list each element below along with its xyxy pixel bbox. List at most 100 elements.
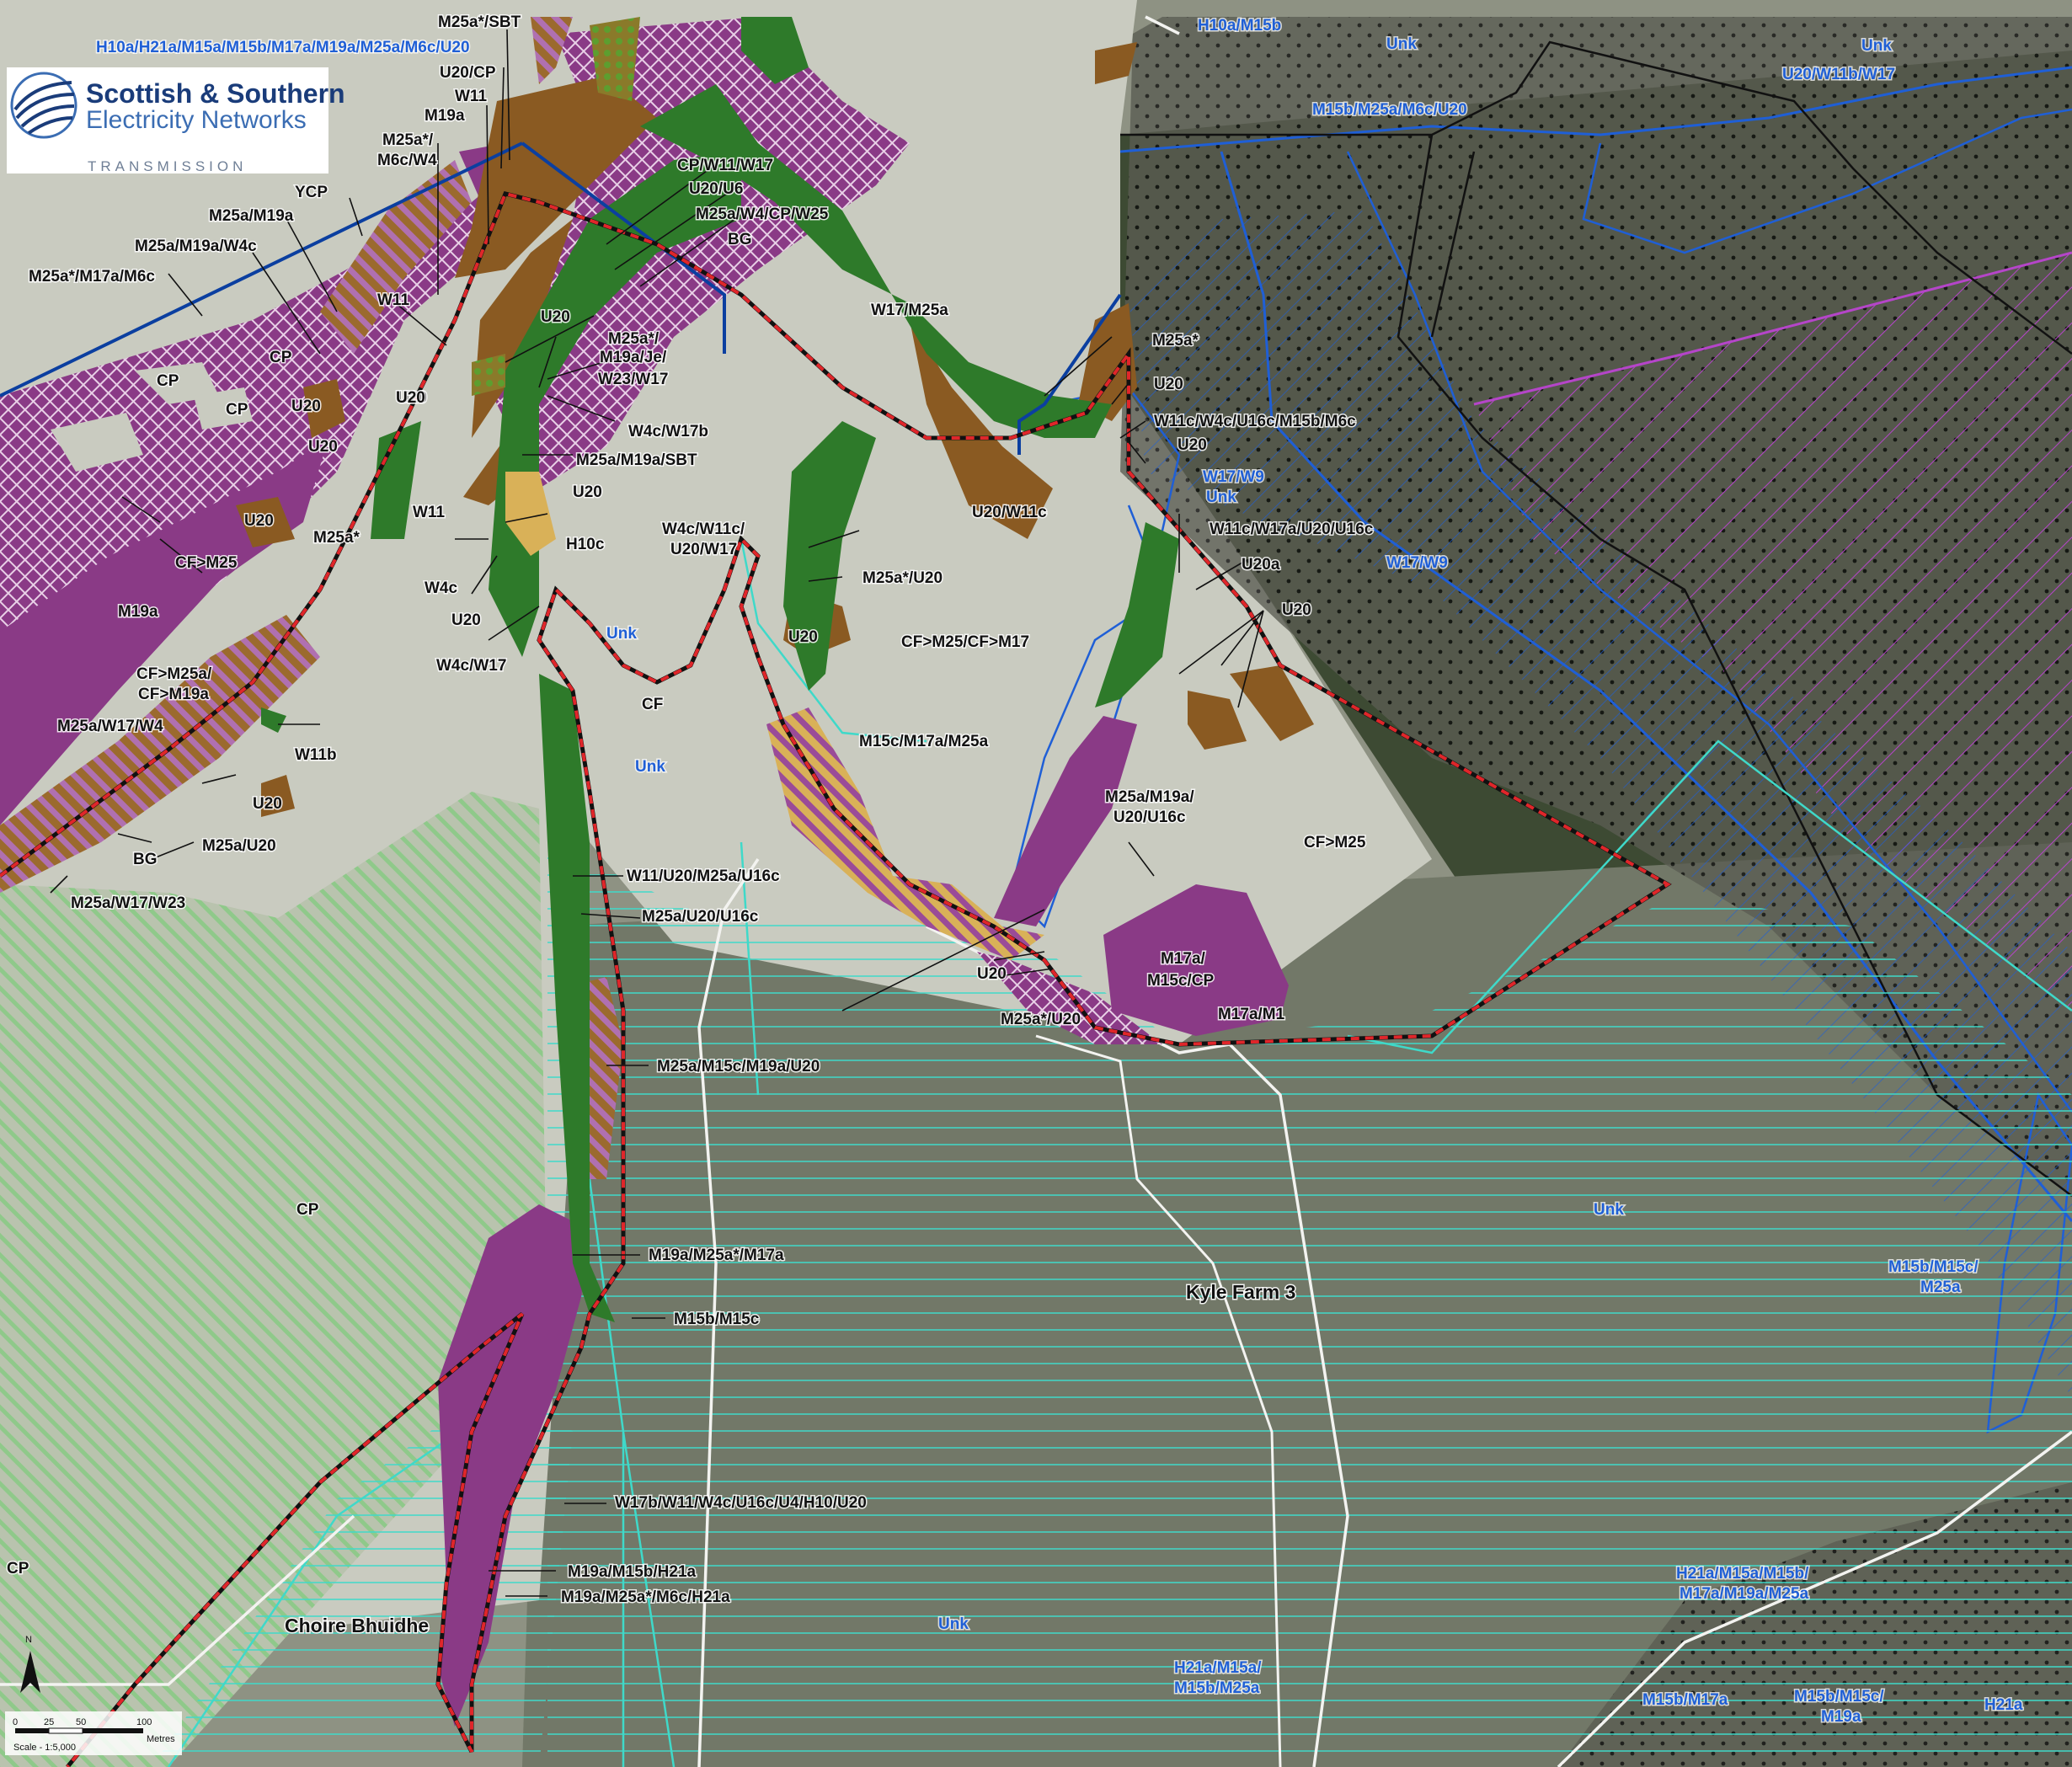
habitat-label: M17a/M1 bbox=[1218, 1006, 1285, 1023]
habitat-label: W4c/W11c/ bbox=[662, 520, 745, 538]
habitat-label: M25a* bbox=[1152, 332, 1199, 350]
green-area-w17 bbox=[640, 84, 1112, 438]
blue-label: Unk bbox=[1386, 35, 1417, 53]
habitat-label: M25a*/ bbox=[382, 131, 434, 149]
habitat-label: W11 bbox=[455, 88, 487, 105]
habitat-label: CP bbox=[7, 1560, 29, 1577]
cp-patch-1 bbox=[135, 362, 219, 404]
habitat-label: M25a/M19a/ bbox=[1105, 788, 1194, 806]
habitat-label: W11c/W4c/U16c/M15b/M6c bbox=[1154, 413, 1356, 430]
brown-area-u20-4 bbox=[910, 320, 1053, 539]
blue-label: M15b/M15c/ bbox=[1888, 1258, 1979, 1276]
habitat-label: M19a bbox=[425, 107, 465, 125]
habitat-label: W17/M25a bbox=[871, 302, 948, 319]
habitat-label: U20 bbox=[1282, 601, 1311, 619]
blue-label: Unk bbox=[1594, 1201, 1624, 1219]
brown-area-u20-10 bbox=[1230, 665, 1314, 741]
habitat-label: W4c/W17b bbox=[628, 423, 708, 440]
habitat-label: U20 bbox=[977, 965, 1007, 983]
habitat-label: M15c/M17a/M25a bbox=[859, 733, 989, 750]
ssen-logo-line1: Scottish & Southern bbox=[86, 78, 345, 109]
blue-label: M19a bbox=[1821, 1708, 1861, 1726]
habitat-label: U20 bbox=[1178, 436, 1207, 454]
brown-area-u20-2 bbox=[1095, 42, 1137, 84]
cp-patch-3 bbox=[51, 413, 143, 472]
scale-bar: 0 25 50 100 Metres Scale - 1:5,000 bbox=[5, 1711, 182, 1755]
habitat-label: BG bbox=[728, 231, 752, 248]
habitat-label: W4c/W17 bbox=[436, 657, 506, 675]
brown-area-u20-8 bbox=[303, 379, 345, 438]
habitat-label: M6c/W4 bbox=[377, 152, 437, 169]
ssen-logo: Scottish & Southern Electricity Networks… bbox=[7, 67, 345, 174]
blue-label: H10a/H21a/M15a/M15b/M17a/M19a/M25a/M6c/U… bbox=[96, 39, 470, 56]
habitat-label: M25a*/M17a/M6c bbox=[29, 268, 155, 286]
yellow-purple-stripe-area bbox=[766, 707, 1044, 960]
habitat-label: W4c bbox=[425, 579, 458, 597]
cp-patch-2 bbox=[194, 387, 253, 430]
habitat-label: U20 bbox=[398, 389, 427, 407]
habitat-label: BG bbox=[133, 851, 158, 868]
blue-label: M15b/M25a bbox=[1174, 1679, 1260, 1697]
brown-area-u20-9 bbox=[1188, 691, 1247, 750]
habitat-label: M25a/U20 bbox=[202, 837, 276, 855]
green-area-w11 bbox=[741, 17, 809, 84]
habitat-label: M19a/Je/ bbox=[600, 349, 667, 366]
white-boundary-2 bbox=[1035, 1034, 1282, 1767]
place-kyle-farm: Kyle Farm 3 bbox=[1186, 1281, 1295, 1303]
habitat-label: M25a*/U20 bbox=[1001, 1011, 1081, 1028]
habitat-label: M19a bbox=[118, 603, 158, 621]
habitat-label: M25a/W17/W4 bbox=[57, 718, 163, 735]
scale-tick: 0 bbox=[13, 1717, 18, 1727]
habitat-label: W11/U20/M25a/U16c bbox=[627, 867, 780, 885]
blue-outline-3 bbox=[1346, 151, 2072, 1113]
scale-tick: 100 bbox=[136, 1717, 152, 1727]
habitat-label: U20/U6 bbox=[689, 180, 743, 198]
habitat-label: CF>M19a bbox=[138, 686, 209, 703]
habitat-label: U20 bbox=[788, 628, 818, 646]
blue-label: M15b/M15c/ bbox=[1794, 1688, 1884, 1706]
purple-boundary-line bbox=[1473, 251, 2072, 406]
north-arrow-icon bbox=[20, 1651, 40, 1693]
habitat-label: U20/U16c bbox=[1113, 809, 1186, 826]
habitat-label: U20/CP bbox=[440, 64, 496, 82]
habitat-label: CP bbox=[296, 1201, 319, 1219]
brown-area-u20-6 bbox=[236, 497, 295, 547]
place-choire-bhuidhe: Choire Bhuidhe bbox=[285, 1615, 429, 1636]
habitat-label: M17a/ bbox=[1161, 950, 1206, 968]
survey-boundary-dash bbox=[0, 191, 1671, 1767]
habitat-label: M25a/M19a bbox=[209, 207, 294, 225]
habitat-label: M25a/M15c/M19a/U20 bbox=[657, 1058, 820, 1076]
blue-label: W17/W9 bbox=[1386, 554, 1448, 572]
habitat-label: U20 bbox=[541, 308, 570, 326]
green-area-w11-lower bbox=[539, 674, 615, 1322]
habitat-label: U20 bbox=[573, 483, 602, 501]
yellow-area-h10c bbox=[505, 472, 556, 556]
ssen-logo-line2: Electricity Networks bbox=[86, 106, 307, 134]
blue-label: M15b/M17a bbox=[1642, 1691, 1728, 1709]
green-area-w11b bbox=[261, 707, 286, 733]
habitat-label: M19a/M15b/H21a bbox=[568, 1563, 697, 1581]
scale-unit: Metres bbox=[147, 1734, 175, 1744]
habitat-label: U20 bbox=[451, 611, 481, 629]
habitat-label: U20 bbox=[244, 512, 274, 530]
blue-label: Unk bbox=[606, 625, 637, 643]
brown-purple-stripe-area-2 bbox=[320, 160, 472, 354]
north-arrow: N bbox=[20, 1635, 40, 1693]
blue-label: M25a bbox=[1920, 1279, 1961, 1296]
white-boundary bbox=[0, 15, 2072, 1767]
habitat-label: M15c/CP bbox=[1147, 972, 1215, 990]
habitat-label: M25a/W4/CP/W25 bbox=[696, 206, 829, 223]
habitat-label: M25a* bbox=[313, 529, 360, 547]
blue-label: Unk bbox=[1206, 488, 1236, 506]
habitat-label: M25a*/SBT bbox=[438, 13, 521, 31]
blue-label: M17a/M19a/M25a bbox=[1679, 1585, 1809, 1603]
habitat-label: CP/W11/W17 bbox=[677, 157, 773, 174]
blue-label: H10a/M15b bbox=[1198, 17, 1281, 35]
purple-area-m17a bbox=[1103, 884, 1289, 1036]
habitat-label: M25a*/ bbox=[608, 330, 660, 348]
habitat-labels: M25a*/SBT U20/CP W11 M19a M25a*/ M6c/W4 … bbox=[6, 13, 1375, 1608]
blue-hatched-area bbox=[1129, 211, 2072, 1398]
green-dotted-area bbox=[590, 17, 640, 101]
habitat-label: CP bbox=[157, 372, 179, 390]
